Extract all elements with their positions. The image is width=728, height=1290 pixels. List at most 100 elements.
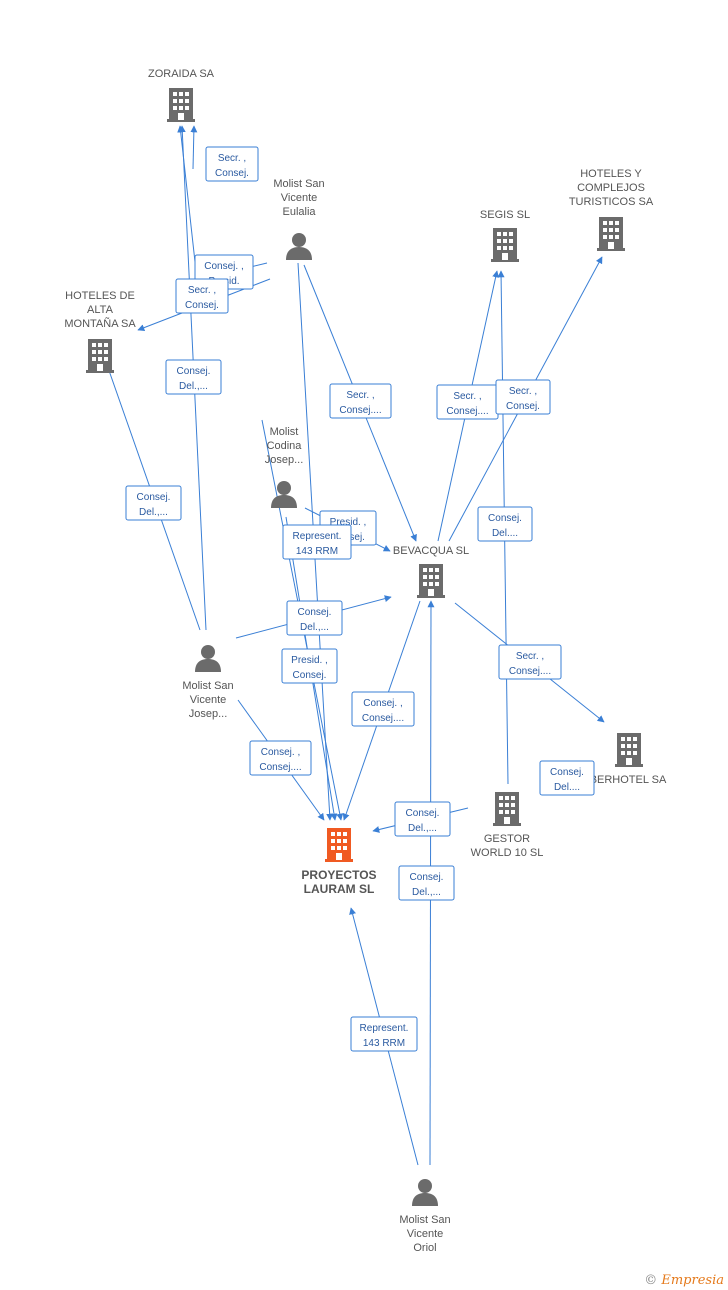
relation-box [498, 644, 562, 680]
relation-text: Consej. , [363, 698, 402, 709]
relation-label[interactable]: Secr. ,Consej. [205, 146, 259, 182]
relation-label[interactable]: Consej. Del.... [539, 760, 595, 796]
node-label-line: BERHOTEL SA [590, 774, 667, 786]
relation-label[interactable]: Secr. ,Consej.... [329, 383, 392, 419]
relation-label[interactable]: Consej. Del.,... [394, 801, 451, 837]
relation-label[interactable]: Represent. 143 RRM [282, 524, 352, 560]
relation-box [350, 1016, 418, 1052]
main-company-icon [325, 828, 353, 862]
relation-text: Presid. , [291, 655, 328, 666]
person-icon [195, 645, 221, 672]
node-label-line: Molist San [399, 1214, 450, 1226]
footer-brand[interactable]: © Empresia [644, 1273, 724, 1288]
relation-box [175, 278, 229, 314]
relation-label[interactable]: Consej. Del.,... [165, 359, 222, 395]
relation-text: 143 RRM [296, 546, 338, 557]
relation-label[interactable]: Consej.Del.,... [398, 865, 455, 901]
node-label-line: PROYECTOS [301, 868, 376, 882]
node-label-line: HOTELES Y [580, 168, 642, 180]
node-zoraida[interactable]: ZORAIDA SA [148, 68, 215, 122]
relation-label[interactable]: Consej. Del.,... [286, 600, 343, 636]
relation-text: Del.... [554, 782, 580, 793]
node-bevacqua[interactable]: BEVACQUA SL [393, 545, 469, 598]
relation-label[interactable]: Consej. Del.,... [125, 485, 182, 521]
relation-labels-layer: Secr. ,Consej.Consej. ,Presid.Secr. ,Con… [125, 146, 595, 1052]
relation-text: Consej. [506, 401, 540, 412]
node-label-line: Josep... [189, 708, 228, 720]
relation-label[interactable]: Represent. 143 RRM [350, 1016, 418, 1052]
relation-text: Secr. , [453, 391, 481, 402]
node-label-line: ALTA [87, 304, 114, 316]
building-icon [491, 228, 519, 262]
relation-text: Consej. [137, 492, 171, 503]
node-label-line: Oriol [413, 1242, 436, 1254]
relation-text: Del.,... [412, 887, 441, 898]
node-label-line: TURISTICOS SA [569, 196, 654, 208]
relation-box [329, 383, 392, 419]
relation-text: Consej. [293, 670, 327, 681]
relation-label[interactable]: Consej. Del.... [477, 506, 533, 542]
node-segis[interactable]: SEGIS SL [480, 209, 530, 262]
node-label-line: Molist San [182, 680, 233, 692]
relation-box [282, 524, 352, 560]
relation-text: Consej. [550, 767, 584, 778]
relation-box [281, 648, 338, 684]
relation-text: Consej.... [339, 405, 381, 416]
relation-text: Consej.... [259, 762, 301, 773]
relation-text: Represent. [293, 531, 342, 542]
relation-label[interactable]: Consej. ,Consej.... [351, 691, 415, 727]
node-label-line: BEVACQUA SL [393, 545, 469, 557]
relation-text: Consej. [215, 168, 249, 179]
relation-box [477, 506, 533, 542]
relation-label[interactable]: Secr. , Consej.... [436, 384, 499, 420]
relation-text: Consej. [488, 513, 522, 524]
relation-label[interactable]: Presid. , Consej. [281, 648, 338, 684]
relation-text: Del.,... [139, 507, 168, 518]
node-berhotel[interactable]: BERHOTEL SA [590, 733, 667, 786]
relation-label[interactable]: Secr. ,Consej. [495, 379, 551, 415]
relation-box [539, 760, 595, 796]
relation-text: Del.,... [300, 622, 329, 633]
relation-text: Consej. [185, 300, 219, 311]
relation-box [125, 485, 182, 521]
relation-text: Consej. [298, 607, 332, 618]
relation-box [205, 146, 259, 182]
relation-label[interactable]: Secr. ,Consej. [175, 278, 229, 314]
relation-text: Consej.... [509, 666, 551, 677]
node-josep[interactable]: Molist SanVicenteJosep... [182, 645, 234, 720]
node-label-line: Vicente [190, 694, 227, 706]
relation-box [351, 691, 415, 727]
building-icon [417, 564, 445, 598]
relation-text: Consej.... [446, 406, 488, 417]
relation-text: Represent. [360, 1023, 409, 1034]
node-label-line: Vicente [281, 192, 318, 204]
building-icon [597, 217, 625, 251]
relation-text: Del.,... [179, 381, 208, 392]
relation-text: 143 RRM [363, 1038, 405, 1049]
relation-label[interactable]: Consej. ,Consej.... [249, 740, 312, 776]
relation-box [398, 865, 455, 901]
relation-text: Del.,... [408, 823, 437, 834]
building-icon [493, 792, 521, 826]
node-label-line: Josep... [265, 454, 304, 466]
node-label-line: ZORAIDA SA [148, 68, 215, 80]
brand-logo: Empresia [661, 1273, 724, 1288]
building-icon [167, 88, 195, 122]
person-icon [412, 1179, 438, 1206]
relation-text: Consej. [177, 366, 211, 377]
relation-text: Del.... [492, 528, 518, 539]
copyright-icon: © [644, 1273, 658, 1288]
relation-label[interactable]: Secr. ,Consej.... [498, 644, 562, 680]
building-icon [86, 339, 114, 373]
node-codina[interactable]: MolistCodinaJosep... [265, 426, 304, 508]
node-label-line: MONTAÑA SA [64, 317, 136, 330]
relation-text: Consej. [406, 808, 440, 819]
